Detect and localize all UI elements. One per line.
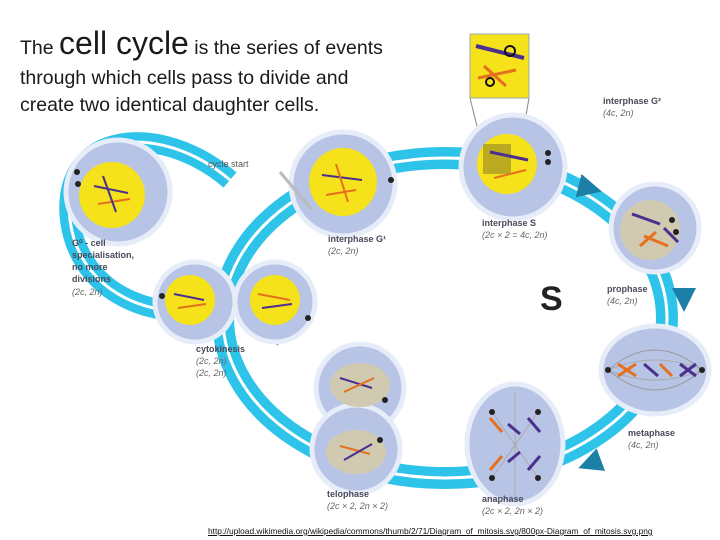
label-cycle-start: cycle start	[208, 159, 249, 169]
headline-pre: The	[20, 37, 54, 59]
label-s-content: (2c × 2 = 4c, 2n)	[482, 230, 548, 240]
label-metaphase-content: (4c, 2n)	[628, 440, 659, 450]
cell-g1	[288, 129, 398, 239]
label-prophase-content: (4c, 2n)	[607, 296, 638, 306]
cell-anaphase	[464, 381, 566, 507]
cell-g2	[458, 112, 568, 222]
headline-term: cell cycle	[59, 25, 189, 61]
cycle-start-pointer	[278, 171, 314, 211]
label-telophase-content: (2c × 2, 2n × 2)	[327, 501, 388, 511]
label-g0-line1: G⁰ - cell	[72, 238, 106, 248]
label-telophase-title: telophase	[327, 489, 369, 499]
label-g1-title: interphase G¹	[328, 234, 386, 244]
label-g1-content: (2c, 2n)	[328, 246, 359, 256]
cell-telophase	[309, 341, 407, 496]
label-g0-line3: no more	[72, 262, 108, 272]
label-g0-content: (2c, 2n)	[72, 287, 103, 297]
label-prophase-title: prophase	[607, 284, 648, 294]
cell-cytokinesis-a	[152, 259, 238, 345]
label-cytokinesis-content-b: (2c, 2n)	[196, 368, 227, 378]
cell-prophase	[608, 181, 702, 275]
headline-post: is the series of events	[194, 37, 383, 59]
cell-g0	[63, 137, 173, 247]
source-link[interactable]: http://upload.wikimedia.org/wikipedia/co…	[208, 526, 653, 536]
label-g0-line4: divisions	[72, 274, 111, 284]
label-anaphase-content: (2c × 2, 2n × 2)	[482, 506, 543, 516]
label-metaphase-title: metaphase	[628, 428, 675, 438]
label-anaphase-title: anaphase	[482, 494, 524, 504]
cell-cytokinesis-b	[232, 259, 318, 345]
label-g0-line2: specialisation,	[72, 250, 134, 260]
label-cytokinesis-title: cytokinesis	[196, 344, 245, 354]
headline-line2: through which cells pass to divide and	[20, 67, 349, 89]
headline-line3: create two identical daughter cells.	[20, 94, 320, 116]
center-glyph: S	[540, 280, 563, 318]
label-cytokinesis-content-a: (2c, 2n)	[196, 356, 227, 366]
label-s-title: interphase S	[482, 218, 536, 228]
zoom-inset	[469, 33, 530, 151]
label-g2-title: interphase G²	[603, 96, 661, 106]
cell-metaphase	[598, 323, 712, 417]
label-g2-content: (4c, 2n)	[603, 108, 634, 118]
slide-headline: The cell cycle is the series of events t…	[20, 26, 460, 119]
